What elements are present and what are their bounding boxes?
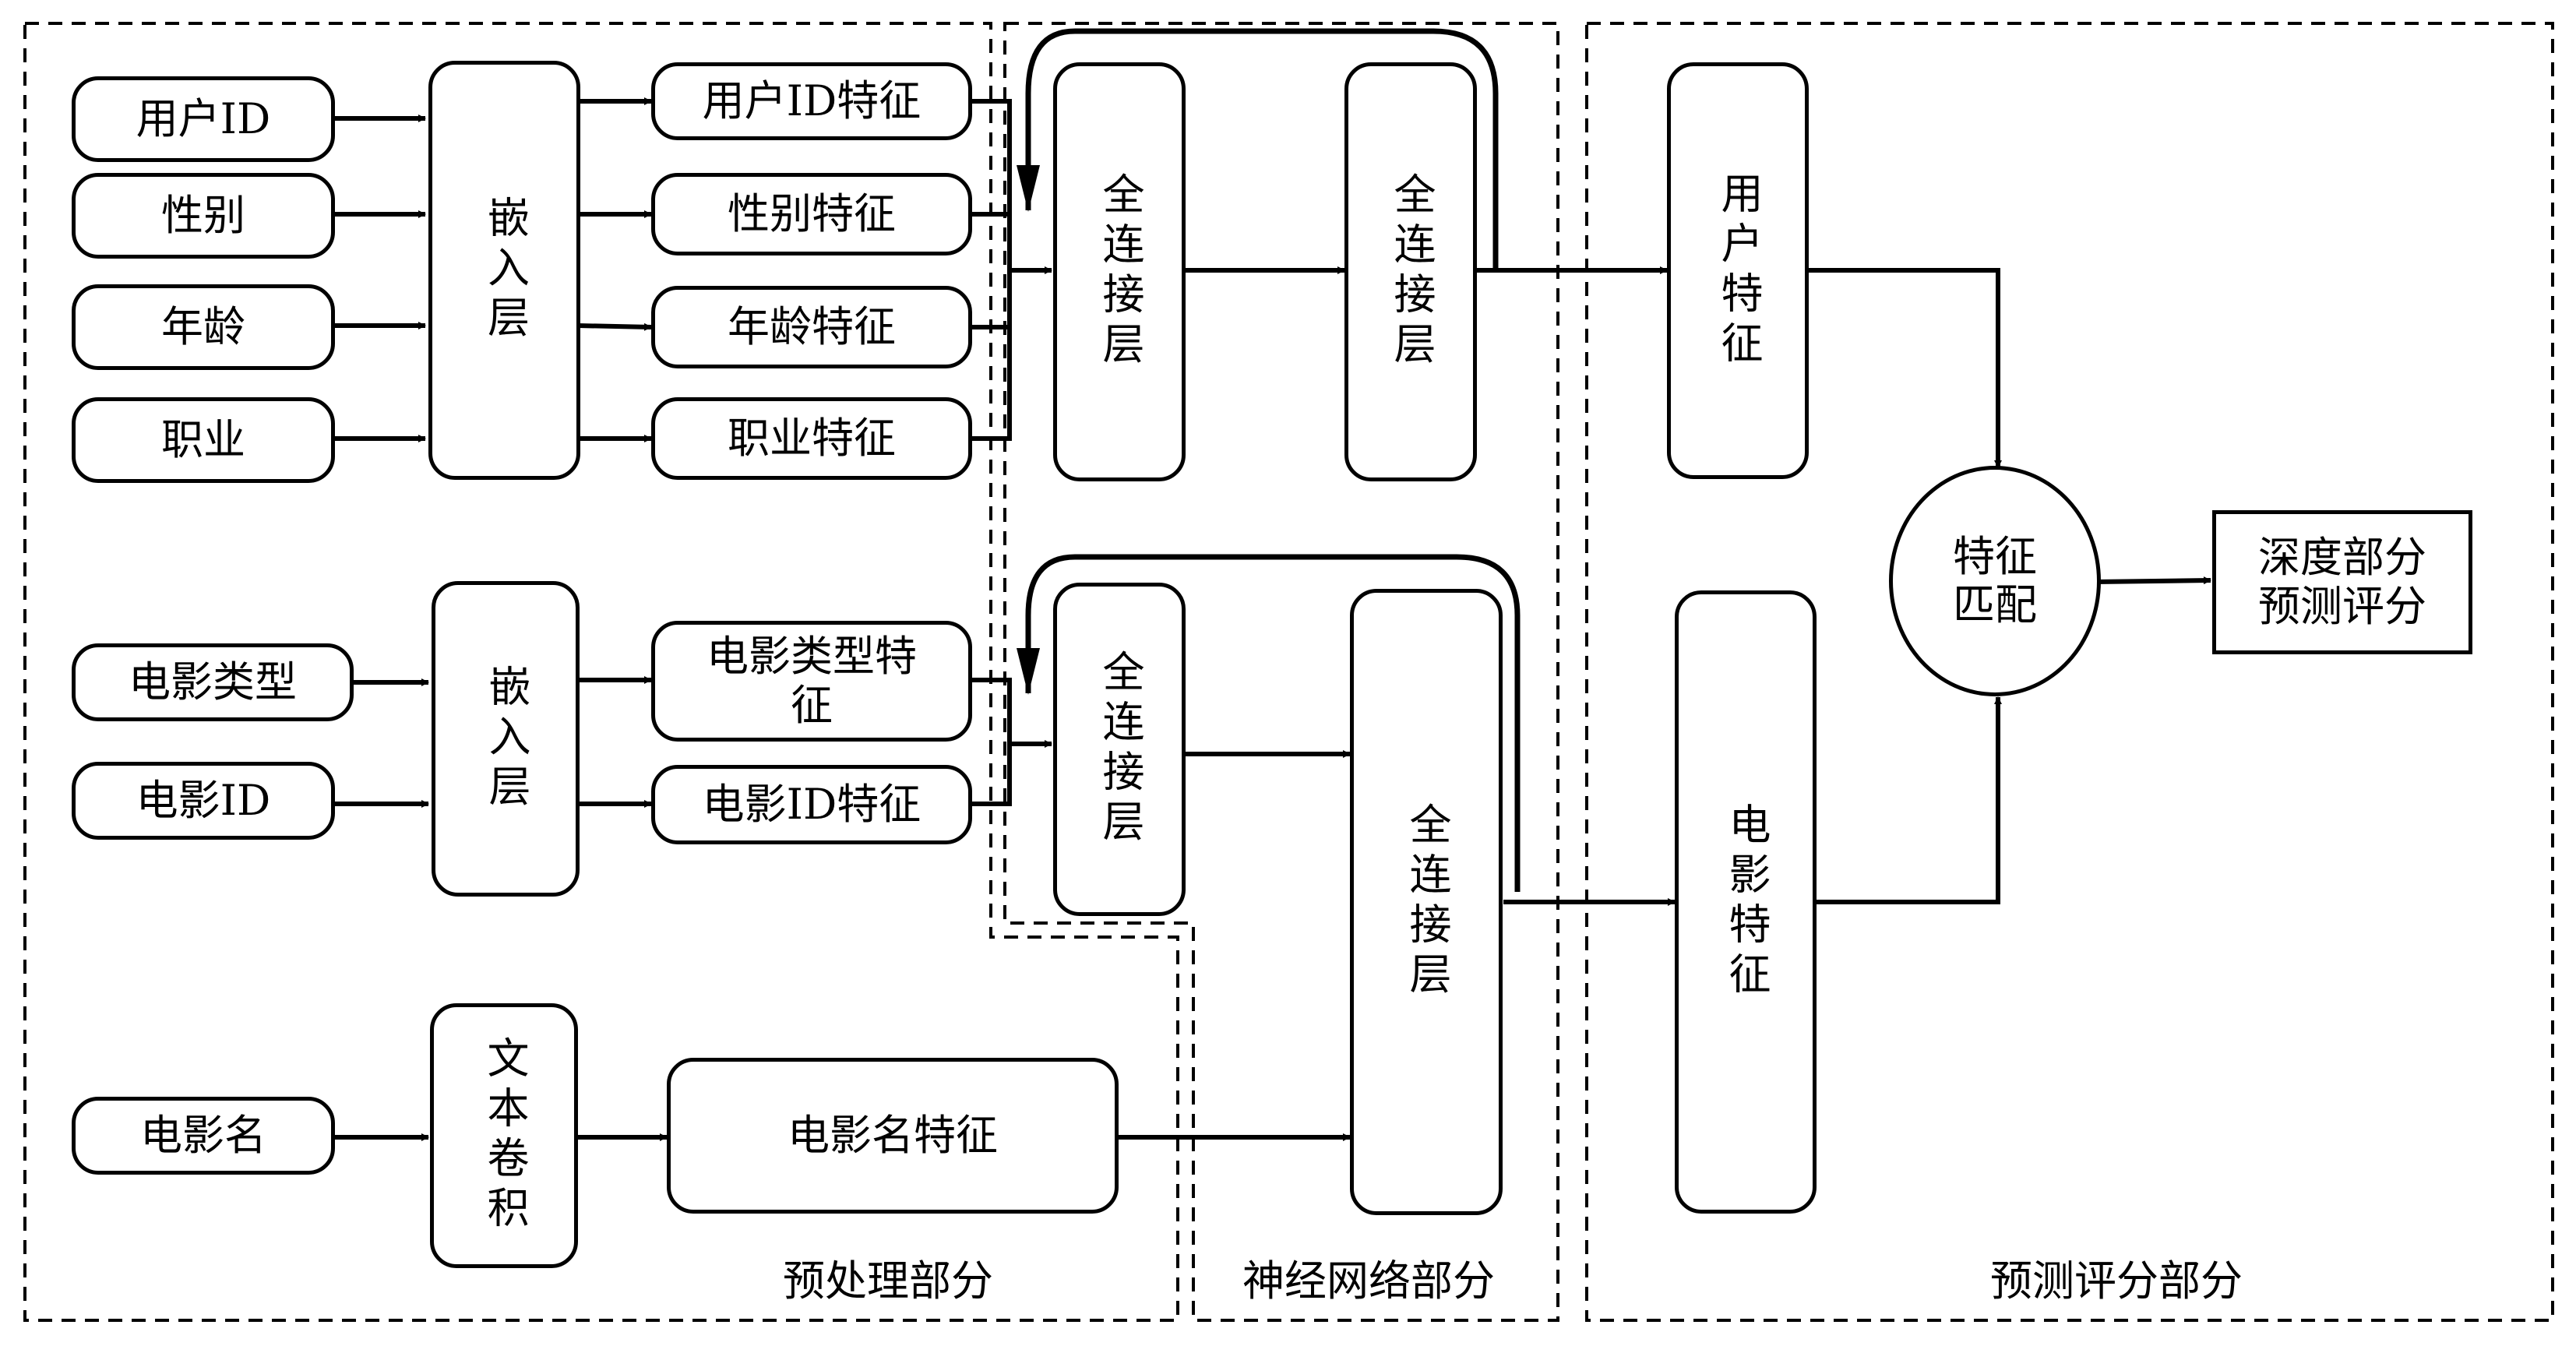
movie-feature-vector: 电影特征 — [1675, 590, 1817, 1214]
input-occupation: 职业 — [72, 397, 335, 483]
embedding-layer-user: 嵌入层 — [428, 61, 580, 480]
fc-layer-movie-1: 全连接层 — [1053, 583, 1186, 916]
embedding-layer-movie: 嵌入层 — [432, 581, 580, 897]
text-convolution-layer: 文本卷积 — [430, 1003, 578, 1268]
fc-layer-movie-2: 全连接层 — [1350, 589, 1503, 1215]
fc-layer-user-1: 全连接层 — [1053, 62, 1186, 481]
feature-user-id: 用户ID特征 — [651, 62, 972, 140]
feature-gender: 性别特征 — [651, 173, 972, 255]
feature-movie-title: 电影名特征 — [667, 1058, 1119, 1214]
input-age: 年龄 — [72, 284, 335, 370]
input-movie-title: 电影名 — [72, 1097, 335, 1175]
feature-movie-id: 电影ID特征 — [651, 765, 972, 844]
movie-skip-connection — [1017, 554, 1521, 892]
user-feature-vector: 用户特征 — [1667, 62, 1809, 479]
section-label-preprocess: 预处理部分 — [783, 1256, 993, 1305]
section-label-prediction: 预测评分部分 — [1990, 1256, 2243, 1305]
feature-occupation: 职业特征 — [651, 397, 972, 480]
feature-age: 年龄特征 — [651, 286, 972, 368]
input-gender: 性别 — [72, 173, 335, 259]
user-skip-connection — [1017, 28, 1499, 270]
section-preprocess-border — [23, 22, 1179, 1322]
input-movie-genre: 电影类型 — [72, 643, 354, 721]
fc-layer-user-2: 全连接层 — [1344, 62, 1477, 481]
section-predict-border — [1585, 22, 2554, 1322]
deep-prediction-score-output: 深度部分预测评分 — [2212, 510, 2472, 654]
section-label-neural-network: 神经网络部分 — [1242, 1256, 1495, 1305]
feature-matching-node: 特征匹配 — [1889, 466, 2101, 696]
feature-movie-genre: 电影类型特征 — [651, 621, 972, 742]
input-user-id: 用户ID — [72, 76, 335, 162]
input-movie-id: 电影ID — [72, 762, 335, 840]
